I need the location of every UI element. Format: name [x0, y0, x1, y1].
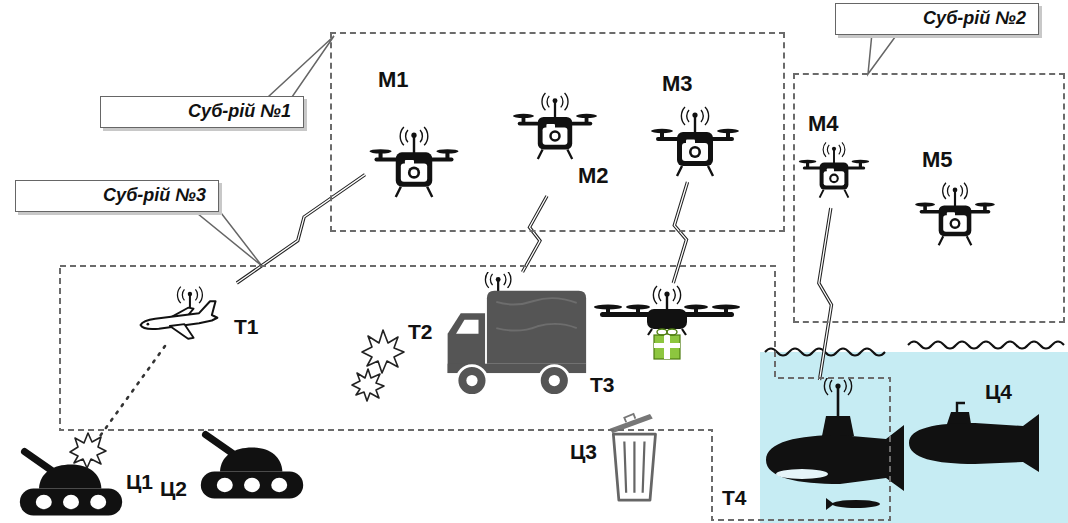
truck-icon [448, 271, 586, 395]
explosion [362, 330, 404, 373]
radio-link [523, 196, 547, 272]
water [760, 352, 1068, 523]
radio-link [673, 182, 687, 283]
explosion [352, 369, 384, 401]
radio-link [523, 196, 547, 272]
explosion [70, 330, 404, 468]
node-label: М1 [378, 68, 409, 92]
drone-node: М4 [796, 110, 872, 208]
radio-link [673, 182, 687, 283]
tank-icon [201, 435, 303, 499]
radio-link [673, 182, 687, 283]
fire-trace [95, 346, 165, 443]
vehicle-node: Т3 [586, 283, 744, 401]
bin-icon [610, 414, 656, 500]
target-label: Ц4 [985, 380, 1012, 403]
submarine-icon [766, 377, 904, 510]
node-label: Т4 [722, 486, 747, 509]
drone-node: М5 [912, 146, 998, 250]
node-label: Т2 [408, 320, 433, 343]
cargo-drone-icon [594, 286, 740, 359]
node-label: М3 [662, 72, 693, 96]
node-label: Т3 [590, 373, 615, 396]
callout-pointer [192, 209, 262, 266]
node-label: М4 [808, 112, 839, 136]
subswarm-region: Суб-рій №2М4М5 [793, 73, 1065, 323]
subswarm-callout: Суб-рій №2 [835, 3, 1039, 35]
drone-node: М3 [648, 68, 743, 182]
subswarm-outline [60, 266, 890, 520]
tank-icon [20, 452, 122, 516]
target-label: Ц1 [126, 470, 153, 493]
subswarm-callout: Суб-рій №1 [100, 96, 304, 128]
node-label: М5 [922, 148, 953, 172]
drone-icon [799, 142, 869, 197]
vehicle-node: Т1 [133, 283, 265, 347]
drone-icon [513, 93, 597, 159]
node-label: М2 [578, 164, 609, 188]
drone-icon [915, 183, 995, 246]
node-label: Т1 [234, 315, 259, 338]
target-label: Ц3 [570, 440, 597, 463]
drone-node: М2 [510, 90, 618, 196]
radio-link [819, 208, 832, 380]
subswarm-callout: Суб-рій №3 [15, 180, 219, 212]
radio-link [523, 196, 547, 272]
radio-link [819, 208, 832, 380]
submarine-icon [909, 403, 1039, 472]
vehicle-node: Т4 [720, 380, 910, 518]
target-label: Ц2 [160, 477, 187, 500]
water [908, 342, 1064, 349]
drone-icon [369, 127, 458, 197]
callout-pointer [268, 36, 334, 97]
callout-pointer [868, 33, 898, 74]
radio-link [819, 208, 832, 380]
water [760, 342, 1068, 523]
vehicle-node: Т2 [405, 272, 595, 412]
drone-icon [651, 107, 739, 176]
subswarm-region: Суб-рій №1М1М2М3 [330, 32, 785, 232]
drone-node: М1 [365, 66, 461, 202]
explosion [70, 433, 106, 468]
plane-icon [141, 287, 218, 339]
